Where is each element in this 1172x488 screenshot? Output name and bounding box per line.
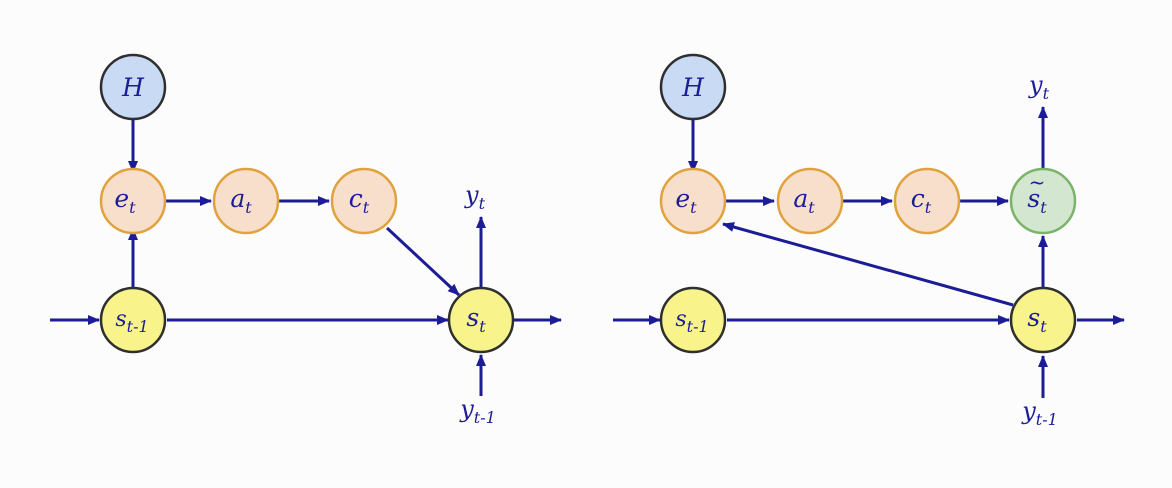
left-arrow-c-to-s bbox=[385, 226, 461, 297]
left-node-s: st bbox=[447, 286, 515, 354]
right-node-s-tilde: ~ st bbox=[1009, 167, 1077, 235]
left-diagram: H et at ct st-1 bbox=[50, 53, 562, 427]
left-label-y-in-base: y bbox=[459, 395, 474, 423]
svg-text:et: et bbox=[114, 184, 136, 217]
left-label-y-out-base: y bbox=[464, 181, 479, 209]
right-node-s: st bbox=[1009, 286, 1077, 354]
right-label-y-out: yt bbox=[1028, 71, 1050, 103]
svg-text:st: st bbox=[1027, 303, 1047, 336]
right-node-c: ct bbox=[893, 167, 961, 235]
right-diagram: H et at ct ~ st bbox=[613, 53, 1125, 429]
right-node-e: et bbox=[659, 167, 727, 235]
right-node-c-base: c bbox=[911, 184, 925, 213]
left-node-e: et bbox=[99, 167, 167, 235]
left-node-H: H bbox=[99, 53, 167, 121]
svg-text:ct: ct bbox=[911, 184, 932, 217]
svg-text:st-1: st-1 bbox=[675, 307, 708, 336]
left-node-c: ct bbox=[330, 167, 398, 235]
left-node-e-sub: t bbox=[129, 198, 136, 217]
right-node-H-label: H bbox=[681, 73, 705, 102]
svg-text:st-1: st-1 bbox=[115, 307, 148, 336]
left-node-s-base: s bbox=[466, 303, 479, 332]
right-node-s-sub: t bbox=[1040, 317, 1047, 336]
right-node-s-base: s bbox=[1027, 303, 1040, 332]
right-label-y-out-sub: t bbox=[1043, 84, 1050, 103]
svg-text:ct: ct bbox=[349, 184, 370, 217]
right-label-y-out-base: y bbox=[1028, 71, 1043, 99]
left-label-y-in-sub: t-1 bbox=[474, 408, 496, 427]
left-node-s-prev-sub: t-1 bbox=[127, 317, 149, 336]
svg-text:at: at bbox=[793, 184, 815, 217]
svg-text:st: st bbox=[1027, 184, 1047, 217]
right-node-e-base: e bbox=[675, 184, 690, 213]
left-label-y-out: yt bbox=[464, 181, 486, 213]
right-node-H: H bbox=[659, 53, 727, 121]
left-node-s-prev-base: s bbox=[115, 307, 126, 332]
left-node-c-sub: t bbox=[363, 198, 370, 217]
left-node-s-sub: t bbox=[479, 317, 486, 336]
left-label-y-in: yt-1 bbox=[459, 395, 496, 427]
left-node-e-base: e bbox=[114, 184, 129, 213]
right-node-a-sub: t bbox=[808, 198, 815, 217]
right-node-s-tilde-accent: ~ bbox=[1029, 170, 1046, 194]
left-node-a: at bbox=[212, 167, 280, 235]
right-node-s-prev-base: s bbox=[675, 307, 686, 332]
svg-text:st: st bbox=[466, 303, 486, 336]
right-node-s-tilde-base: s bbox=[1027, 184, 1040, 213]
left-node-a-sub: t bbox=[245, 198, 252, 217]
left-node-s-prev: st-1 bbox=[99, 286, 167, 354]
right-label-y-in-base: y bbox=[1021, 397, 1036, 425]
right-node-a-base: a bbox=[793, 184, 808, 213]
left-arrows bbox=[50, 118, 562, 396]
svg-text:at: at bbox=[230, 184, 252, 217]
right-node-a: at bbox=[776, 167, 844, 235]
right-node-c-sub: t bbox=[925, 198, 932, 217]
right-arrow-s-to-e bbox=[722, 222, 1014, 307]
left-node-H-label: H bbox=[121, 73, 145, 102]
right-node-s-prev-sub: t-1 bbox=[687, 317, 709, 336]
right-node-s-tilde-sub: t bbox=[1040, 198, 1047, 217]
right-node-e-sub: t bbox=[690, 198, 697, 217]
right-arrows bbox=[613, 106, 1125, 398]
svg-text:et: et bbox=[675, 184, 697, 217]
right-label-y-in: yt-1 bbox=[1021, 397, 1058, 429]
left-node-a-base: a bbox=[230, 184, 245, 213]
right-label-y-in-sub: t-1 bbox=[1036, 410, 1058, 429]
left-node-c-base: c bbox=[349, 184, 363, 213]
right-node-s-prev: st-1 bbox=[659, 286, 727, 354]
left-label-y-out-sub: t bbox=[479, 194, 486, 213]
